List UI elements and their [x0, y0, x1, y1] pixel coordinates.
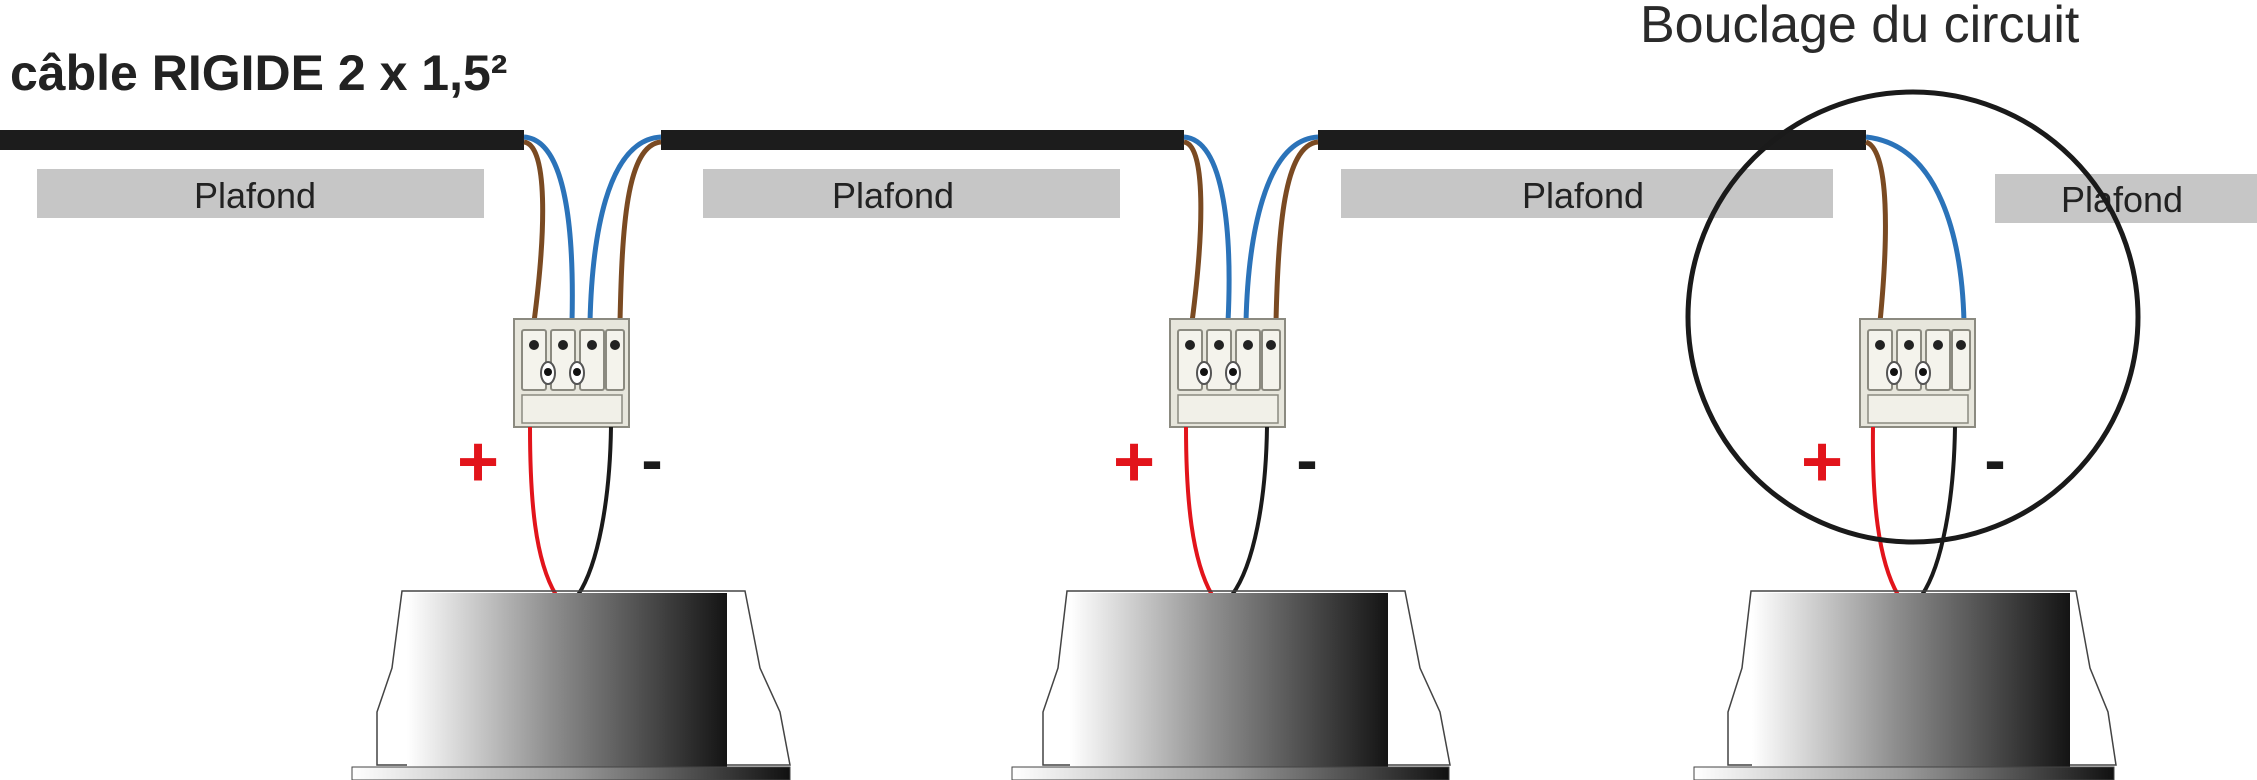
- loop-label: Bouclage du circuit: [1640, 0, 2080, 54]
- minus-sign: -: [1984, 424, 2005, 496]
- red-wire: [1870, 426, 1900, 596]
- light-fixture: [1693, 590, 2117, 780]
- cable-segment-3: [1318, 130, 1866, 150]
- terminal-block: [1169, 318, 1286, 428]
- plus-sign: +: [1801, 422, 1843, 502]
- blue-wire: [1243, 134, 1319, 323]
- diagram-title: câble RIGIDE 2 x 1,5²: [10, 45, 507, 101]
- cable-segment-1: [0, 130, 524, 150]
- red-wire: [528, 426, 558, 597]
- ceiling-label: Plafond: [2061, 179, 2183, 220]
- blue-wire: [1865, 134, 1967, 323]
- plus-sign: +: [457, 422, 499, 502]
- ceiling-label: Plafond: [194, 175, 316, 216]
- brown-wire: [617, 139, 662, 323]
- brown-wire: [1864, 139, 1888, 323]
- blue-wire: [587, 134, 662, 323]
- black-wire: [1230, 426, 1269, 597]
- ceiling-strip-3: Plafond: [1341, 169, 1833, 218]
- brown-wire: [1273, 139, 1319, 323]
- light-fixture: [351, 590, 791, 780]
- terminal-block: [513, 318, 630, 428]
- minus-sign: -: [1296, 424, 1317, 496]
- minus-sign: -: [641, 424, 662, 496]
- ceiling-strip-1: Plafond: [37, 169, 484, 218]
- cable-segment-2: [661, 130, 1184, 150]
- brown-wire: [523, 139, 546, 323]
- plus-sign: +: [1113, 422, 1155, 502]
- light-fixture: [1011, 590, 1451, 780]
- blue-wire: [1183, 134, 1232, 323]
- brown-wire: [1183, 139, 1204, 323]
- loop-highlight-circle: [1685, 89, 2141, 545]
- ceiling-label: Plafond: [1522, 175, 1644, 216]
- black-wire: [1920, 426, 1957, 597]
- ceiling-label: Plafond: [832, 175, 954, 216]
- junction-unit-1: + -: [351, 134, 791, 780]
- ceiling-strip-2: Plafond: [703, 169, 1120, 218]
- junction-unit-3: + -: [1693, 134, 2117, 780]
- black-wire: [576, 426, 613, 597]
- blue-wire: [523, 134, 575, 323]
- terminal-block: [1859, 318, 1976, 428]
- red-wire: [1184, 426, 1214, 596]
- junction-unit-2: + -: [1011, 134, 1451, 780]
- ceiling-strip-4: Plafond: [1995, 174, 2257, 223]
